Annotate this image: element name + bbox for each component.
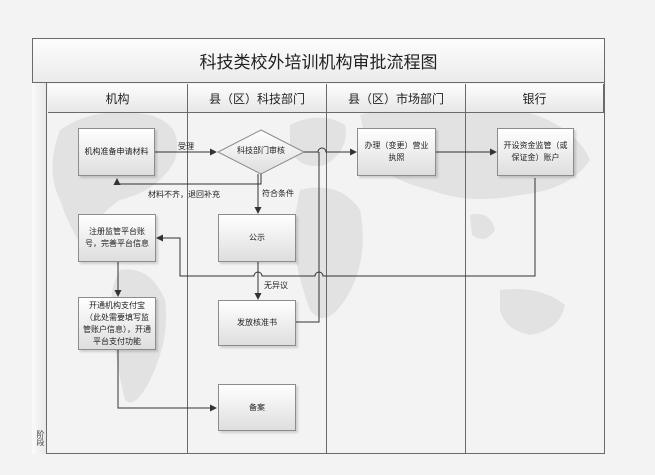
node-record: 备案 bbox=[218, 384, 296, 431]
lane-header-market-dept: 县（区）市场部门 bbox=[327, 84, 466, 113]
node-bank-account: 开设资金监管（或保证金）账户 bbox=[497, 128, 574, 176]
node-prepare-application: 机构准备申请材料 bbox=[78, 128, 155, 176]
node-register-platform: 注册监管平台账号，完善平台信息 bbox=[78, 214, 156, 262]
lane-header-bank: 银行 bbox=[466, 84, 604, 113]
edge-reject bbox=[113, 174, 262, 185]
edge-label-accept: 受理 bbox=[178, 142, 194, 151]
lane-divider bbox=[465, 113, 466, 454]
lane-header-tech-dept: 县（区）科技部门 bbox=[188, 84, 327, 113]
edge-cert-to-license bbox=[296, 152, 320, 323]
node-open-alipay: 开通机构支付宝（此处需要填写监管账户信息），开通平台支付功能 bbox=[78, 297, 156, 350]
edge-label-qualified: 符合条件 bbox=[262, 189, 294, 198]
node-issue-certificate: 发放核准书 bbox=[218, 300, 296, 346]
phase-label: 阶段 bbox=[36, 430, 45, 446]
lane-divider bbox=[326, 113, 327, 454]
edge-bank-to-register bbox=[156, 178, 536, 277]
edge-review-to-license bbox=[304, 147, 357, 156]
lane-divider bbox=[187, 113, 188, 454]
edge-label-reject: 材料不齐，退回补充 bbox=[148, 190, 220, 199]
diagram-title: 科技类校外培训机构审批流程图 bbox=[32, 38, 605, 83]
edge-alipay-to-record bbox=[117, 350, 217, 412]
edge-label-no-objection: 无异议 bbox=[264, 281, 288, 290]
node-tech-review-label: 科技部门审核 bbox=[237, 146, 285, 155]
node-publicity: 公示 bbox=[218, 214, 296, 262]
phase-column bbox=[32, 83, 47, 454]
lane-header-institution: 机构 bbox=[48, 84, 188, 113]
node-business-license: 办理（变更）营业执照 bbox=[357, 128, 436, 176]
